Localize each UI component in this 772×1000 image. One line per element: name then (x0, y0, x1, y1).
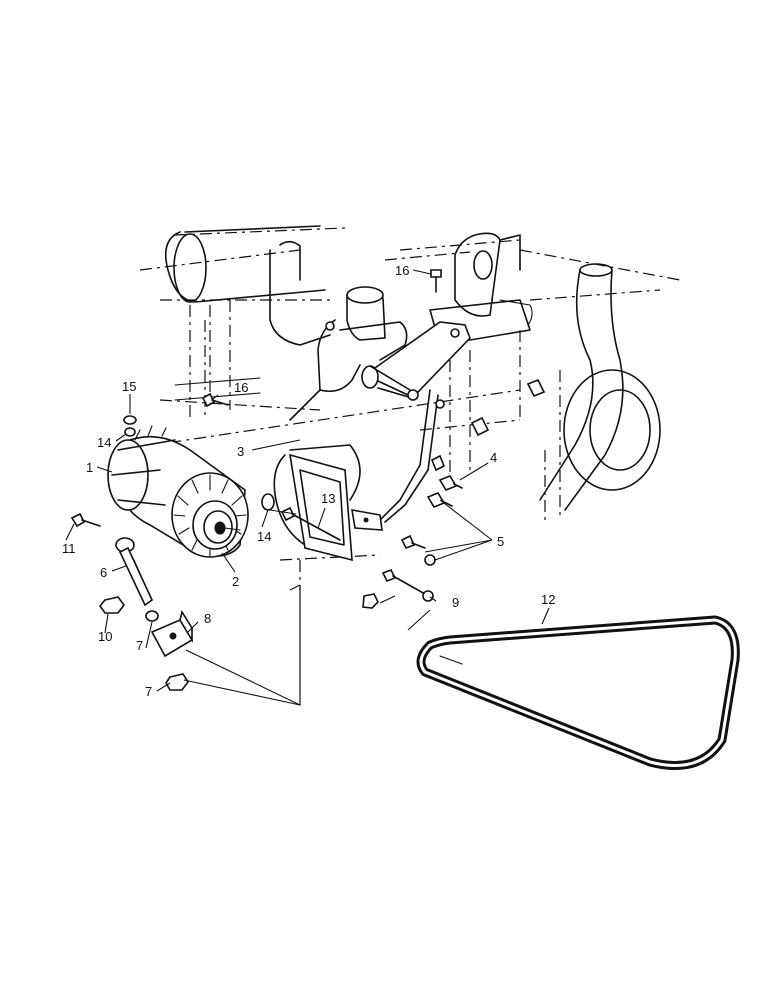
callout-7a: 7 (136, 638, 143, 653)
callout-9: 9 (452, 595, 459, 610)
callout-8: 8 (204, 611, 211, 626)
callout-14b: 14 (257, 529, 271, 544)
adjusting-link (115, 537, 154, 607)
callout-15: 15 (122, 379, 136, 394)
callout-14a: 14 (97, 435, 111, 450)
callout-1: 1 (86, 460, 93, 475)
callout-16a: 16 (234, 380, 248, 395)
callout-6: 6 (100, 565, 107, 580)
callout-5: 5 (497, 534, 504, 549)
v-belt (416, 615, 740, 770)
callout-labels: 1 2 3 4 5 6 7 7 8 9 10 11 12 13 14 14 15… (62, 263, 555, 699)
callout-7b: 7 (145, 684, 152, 699)
callout-leaders (65, 269, 550, 692)
callout-3: 3 (237, 444, 244, 459)
callout-10: 10 (98, 629, 112, 644)
alternator (107, 425, 249, 558)
callout-13: 13 (321, 491, 335, 506)
callout-11: 11 (62, 541, 76, 556)
callout-12: 12 (541, 592, 555, 607)
adjusting-bracket (361, 321, 471, 523)
callout-16b: 16 (395, 263, 409, 278)
assembly-guide-lines (183, 509, 431, 706)
mounting-bracket (289, 453, 383, 562)
callout-4: 4 (490, 450, 497, 465)
callout-2: 2 (232, 574, 239, 589)
